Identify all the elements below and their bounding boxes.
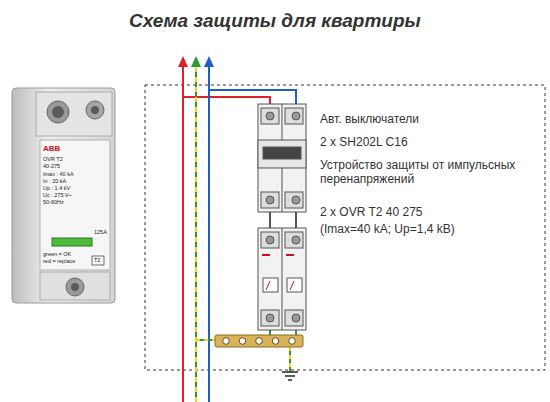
part-number: 2 x OVR T2 40 275 bbox=[320, 206, 423, 220]
device-marking: In : 20 kA bbox=[43, 179, 66, 185]
device-marking: red = replace bbox=[43, 259, 75, 265]
circuit-breaker bbox=[258, 104, 306, 212]
component-label: Устройство защиты от импульсных перенапр… bbox=[320, 159, 520, 187]
device-marking: 50-60Hz bbox=[43, 200, 64, 206]
arrow-head bbox=[191, 56, 201, 67]
brand-logo: ABB bbox=[43, 145, 60, 153]
busbar-hole bbox=[223, 338, 230, 345]
device-marking: T2 bbox=[94, 258, 100, 264]
earth-busbar bbox=[215, 335, 303, 347]
arrow-head bbox=[204, 56, 214, 67]
wires bbox=[183, 64, 296, 402]
busbar-hole bbox=[256, 338, 263, 345]
device-marking: 40-275 bbox=[43, 164, 60, 170]
surge-protector bbox=[258, 228, 306, 330]
ground-symbol bbox=[282, 372, 298, 380]
device-marking: 125A bbox=[94, 230, 107, 236]
busbar-hole bbox=[239, 338, 246, 345]
component-label: Авт. выключатели bbox=[320, 113, 419, 127]
busbar-hole bbox=[289, 338, 296, 345]
spd-device-photo bbox=[12, 88, 115, 303]
device-marking: green = OK bbox=[43, 252, 71, 258]
device-marking: Uc : 275 V~ bbox=[43, 193, 72, 199]
device-marking: OVR T2 bbox=[43, 157, 63, 163]
diagram-title: Схема защиты для квартиры bbox=[129, 10, 421, 32]
spec-note: (Imax=40 kA; Up=1,4 kB) bbox=[320, 223, 455, 237]
device-marking: Up : 1.4 kV bbox=[43, 186, 70, 192]
device-marking: Imax : 40 kA bbox=[43, 172, 74, 178]
arrow-head bbox=[178, 56, 188, 67]
busbar-hole bbox=[272, 338, 279, 345]
apartment-boundary bbox=[145, 85, 545, 370]
part-number: 2 x SH202L C16 bbox=[320, 136, 408, 150]
